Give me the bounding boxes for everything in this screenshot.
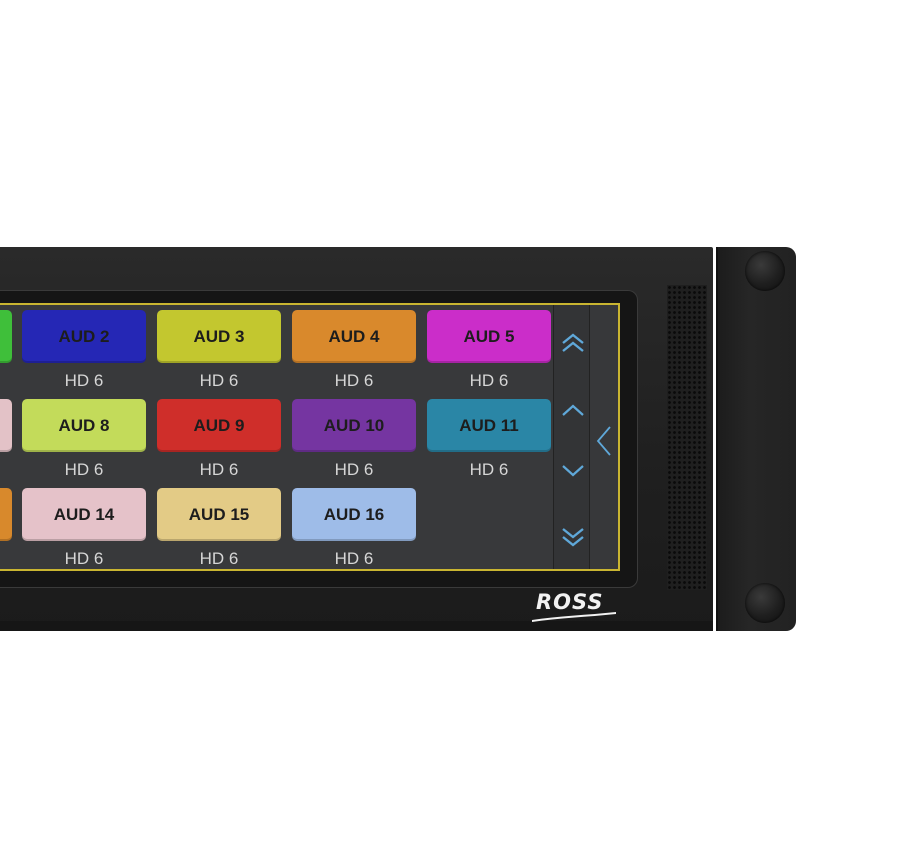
rack-ear [716,247,796,631]
scroll-nav-panel [553,305,591,569]
source-button-label: AUD 16 [323,504,385,524]
source-button[interactable]: AUD 5 [427,310,551,363]
ross-logo: ROSS [528,588,620,624]
source-button-label: AUD 5 [463,326,515,346]
source-button-label: AUD 3 [193,326,245,346]
chassis-lip [0,621,713,631]
source-button[interactable]: AUD 15 [157,488,281,541]
source-button[interactable]: AUD 10 [292,399,416,452]
source-format: HD 6 [334,371,374,390]
partial-tile[interactable] [0,399,12,452]
source-button-label: AUD 15 [188,504,250,524]
source-button[interactable]: AUD 8 [22,399,146,452]
source-format: HD 6 [469,371,509,390]
source-format: HD 6 [334,460,374,479]
double-chevron-down-icon [561,528,584,547]
source-format: HD 6 [199,549,239,568]
page-down-button[interactable] [554,517,591,557]
scroll-up-button[interactable] [554,390,591,430]
chevron-down-icon [561,465,584,477]
source-button[interactable]: AUD 14 [22,488,146,541]
double-chevron-up-icon [561,333,584,352]
source-button-label: AUD 11 [459,415,519,435]
source-format: HD 6 [199,460,239,479]
source-button[interactable]: AUD 4 [292,310,416,363]
touch-screen: AUD 2 HD 6 AUD 3 HD 6 AUD 4 HD 6 AUD 5 H… [0,303,620,571]
source-button-label: AUD 2 [58,326,110,346]
scroll-down-button[interactable] [554,451,591,491]
speaker-grille [667,285,707,590]
source-format: HD 6 [64,460,104,479]
source-format: HD 6 [64,371,104,390]
source-button-label: AUD 14 [53,504,115,524]
chevron-left-icon [596,426,611,456]
source-button[interactable]: AUD 16 [292,488,416,541]
source-button[interactable]: AUD 9 [157,399,281,452]
source-button[interactable]: AUD 3 [157,310,281,363]
source-button-label: AUD 4 [328,326,380,346]
brand-logo-text: ROSS [536,590,604,614]
source-button-label: AUD 8 [58,415,110,435]
partial-tile[interactable] [0,488,12,541]
logo-swoosh-icon [532,612,616,622]
source-button[interactable]: AUD 2 [22,310,146,363]
collapse-panel[interactable] [590,305,618,569]
rack-screw-top [745,251,785,291]
rack-screw-bottom [745,583,785,623]
audio-source-grid: AUD 2 HD 6 AUD 3 HD 6 AUD 4 HD 6 AUD 5 H… [0,305,560,569]
source-format: HD 6 [64,549,104,568]
source-format: HD 6 [334,549,374,568]
source-format: HD 6 [469,460,509,479]
source-format: HD 6 [199,371,239,390]
page-up-button[interactable] [554,323,591,363]
chevron-up-icon [561,404,584,416]
source-button-label: AUD 10 [323,415,385,435]
partial-tile[interactable] [0,310,12,363]
source-button-label: AUD 9 [193,415,245,435]
source-button[interactable]: AUD 11 [427,399,551,452]
